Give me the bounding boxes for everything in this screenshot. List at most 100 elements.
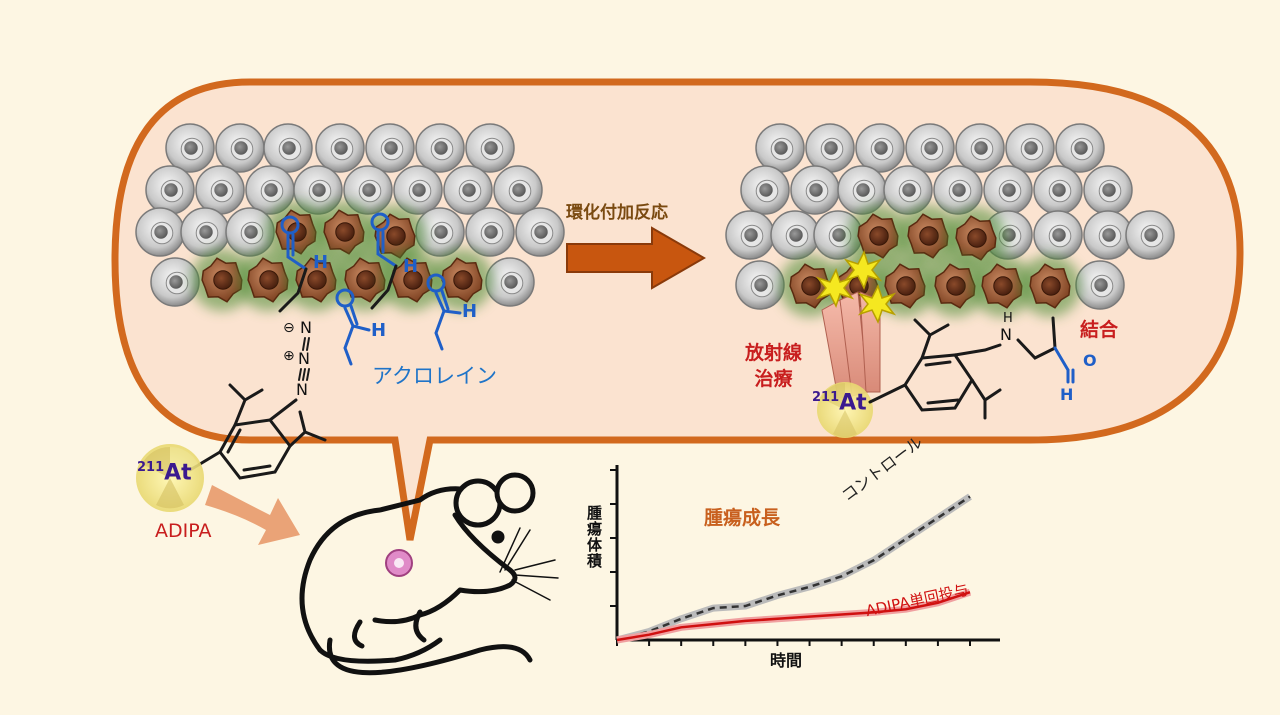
tumor-cell-icon — [1019, 255, 1081, 317]
normal-cell-icon — [837, 165, 887, 215]
normal-cell-icon — [905, 123, 955, 173]
reaction-arrow-icon — [566, 226, 707, 290]
isotope-symbol: At — [164, 460, 192, 486]
tumor-cell-icon — [971, 255, 1033, 317]
normal-cell-icon — [195, 165, 245, 215]
tumor-cell-icon — [191, 249, 253, 311]
normal-cell-icon — [365, 123, 415, 173]
mouse-icon — [299, 472, 559, 676]
normal-cell-icon — [393, 165, 443, 215]
right-normal-cells — [725, 123, 1175, 310]
normal-cell-icon — [735, 260, 785, 310]
normal-cell-icon — [983, 165, 1033, 215]
svg-text:N: N — [296, 380, 308, 399]
reaction-label: 環化付加反応 — [566, 203, 668, 223]
normal-cell-icon — [515, 207, 565, 257]
normal-cell-icon — [855, 123, 905, 173]
svg-text:⊕: ⊕ — [283, 348, 295, 364]
svg-text:⊖: ⊖ — [283, 320, 295, 336]
normal-cell-icon — [485, 257, 535, 307]
normal-cell-icon — [1005, 123, 1055, 173]
normal-cell-icon — [165, 123, 215, 173]
normal-cell-icon — [1075, 260, 1125, 310]
normal-cell-icon — [1125, 210, 1175, 260]
tumor-cell-icon — [897, 205, 959, 267]
isotope-symbol-right: At — [839, 390, 867, 416]
svg-text:H: H — [1003, 311, 1013, 326]
normal-cell-icon — [883, 165, 933, 215]
svg-text:H: H — [371, 320, 386, 341]
normal-cell-icon — [740, 165, 790, 215]
isotope-mass-right: 211 — [812, 390, 840, 405]
normal-cell-icon — [263, 123, 313, 173]
normal-cell-icon — [135, 207, 185, 257]
svg-text:H: H — [1060, 385, 1073, 404]
acrolein-molecules: H H H H — [278, 212, 477, 366]
astatine-label-right: 211At — [812, 390, 867, 415]
tumor-site-icon — [385, 549, 413, 577]
tumor-cell-icon — [431, 249, 493, 311]
normal-cell-icon — [1033, 165, 1083, 215]
normal-cell-icon — [443, 165, 493, 215]
normal-cell-icon — [790, 165, 840, 215]
radiotherapy-label-line2: 治療 — [754, 368, 793, 390]
normal-cell-icon — [725, 210, 775, 260]
normal-cell-icon — [955, 123, 1005, 173]
radiotherapy-label: 放射線 治療 — [745, 340, 802, 392]
tumor-cell-icon — [779, 255, 841, 317]
tumor-cell-icon — [847, 205, 909, 267]
chart-title: 腫瘍成長 — [704, 507, 781, 529]
normal-cell-icon — [180, 207, 230, 257]
radiation-icon — [136, 444, 204, 512]
tumor-cell-icon — [945, 207, 1007, 269]
radiation-icon-right — [817, 382, 873, 438]
normal-cell-icon — [245, 165, 295, 215]
injection-arrow-icon — [205, 485, 300, 545]
normal-cell-icon — [343, 165, 393, 215]
astatine-label-left: 211At — [137, 460, 192, 485]
normal-cell-icon — [493, 165, 543, 215]
drug-label: ADIPA — [155, 520, 212, 542]
acrolein-label: アクロレイン — [372, 364, 497, 388]
tumor-cell-icon — [874, 255, 936, 317]
y-axis-label: 腫瘍体積 — [585, 505, 603, 569]
svg-text:N: N — [1000, 325, 1012, 344]
tumor-cell-icon — [313, 201, 375, 263]
tumor-cell-icon — [237, 249, 299, 311]
adipa-molecule: ⊖ N N ⊕ N — [188, 318, 327, 480]
normal-cell-icon — [1083, 210, 1133, 260]
tumor-growth-chart — [610, 465, 1000, 646]
isotope-mass: 211 — [137, 460, 165, 475]
normal-cell-icon — [465, 123, 515, 173]
normal-cell-icon — [805, 123, 855, 173]
svg-text:H: H — [462, 301, 477, 322]
svg-text:N: N — [300, 318, 312, 337]
tumor-cell-icon — [924, 255, 986, 317]
explosion-icon — [815, 250, 897, 324]
normal-cell-icon — [933, 165, 983, 215]
normal-cell-icon — [293, 165, 343, 215]
tumor-cell-icon — [334, 249, 396, 311]
bound-adipa-molecule: N H O H — [868, 311, 1097, 420]
svg-text:H: H — [313, 252, 328, 273]
normal-cell-icon — [225, 207, 275, 257]
normal-cell-icon — [145, 165, 195, 215]
normal-cell-icon — [1083, 165, 1133, 215]
series-line-control — [616, 495, 971, 642]
normal-cell-icon — [465, 207, 515, 257]
left-normal-cells — [135, 123, 565, 307]
svg-text:H: H — [403, 256, 418, 277]
normal-cell-icon — [1033, 210, 1083, 260]
left-tumor-cells — [191, 201, 493, 311]
radiotherapy-label-line1: 放射線 — [745, 342, 803, 364]
series-line-adipa — [616, 591, 971, 642]
right-tumor-cells — [779, 205, 1081, 317]
svg-text:N: N — [298, 349, 310, 368]
svg-text:O: O — [1083, 351, 1097, 370]
normal-cell-icon — [150, 257, 200, 307]
normal-cell-icon — [415, 123, 465, 173]
normal-cell-icon — [315, 123, 365, 173]
normal-cell-icon — [770, 210, 820, 260]
